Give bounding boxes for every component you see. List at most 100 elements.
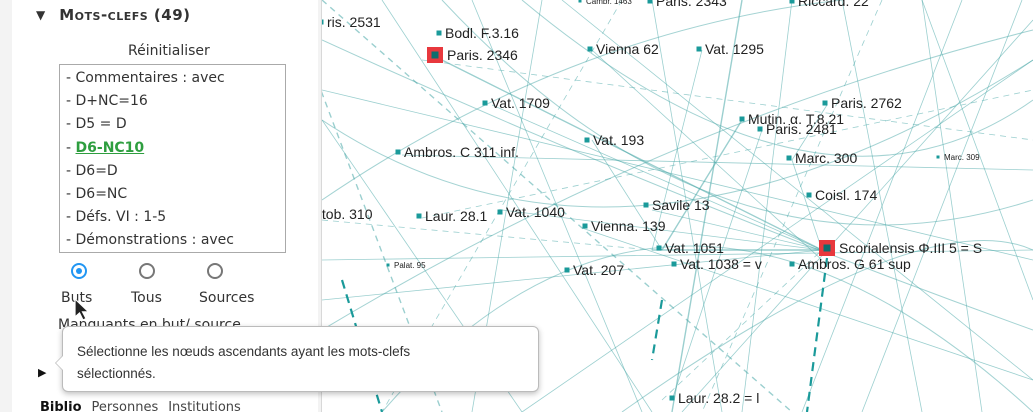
- graph-node-label[interactable]: Ambros. G 61 sup: [798, 256, 911, 272]
- tab-institutions[interactable]: Institutions: [168, 400, 241, 412]
- graph-node[interactable]: ttob. 310: [322, 206, 373, 222]
- graph-node[interactable]: Savile 13: [643, 197, 710, 213]
- node-marker[interactable]: [789, 261, 795, 267]
- node-marker[interactable]: [823, 244, 831, 252]
- graph-node-label[interactable]: Paris. 2346: [447, 47, 518, 63]
- graph-node-label[interactable]: Palat. 95: [394, 261, 426, 270]
- node-marker[interactable]: [669, 395, 675, 401]
- node-marker[interactable]: [578, 0, 582, 3]
- radio-sources-label[interactable]: Sources: [199, 290, 255, 306]
- graph-node-label[interactable]: Ambros. C 311 inf.: [404, 144, 519, 160]
- graph-node-label[interactable]: Marc. 309: [944, 153, 980, 162]
- node-marker[interactable]: [757, 126, 763, 132]
- graph-node[interactable]: Vat. 1295: [696, 41, 765, 57]
- graph-node-label[interactable]: Vat. 1040: [506, 204, 565, 220]
- graph-node-label[interactable]: Paris. 2343: [656, 0, 727, 9]
- graph-node-label[interactable]: Cambr. 1463: [586, 0, 632, 6]
- radio-buts[interactable]: [71, 263, 87, 279]
- keyword-item[interactable]: - Commentaires : avec: [66, 70, 225, 86]
- node-marker[interactable]: [497, 209, 503, 215]
- node-marker[interactable]: [656, 245, 662, 251]
- node-marker[interactable]: [431, 51, 439, 59]
- graph-node[interactable]: Laur. 28.2 = l: [669, 390, 760, 406]
- graph-node[interactable]: ris. 2531: [322, 14, 381, 30]
- graph-node[interactable]: Paris. 2762: [822, 95, 903, 111]
- graph-node-label[interactable]: Riccard. 22: [798, 0, 869, 9]
- node-marker[interactable]: [582, 223, 588, 229]
- node-marker[interactable]: [786, 155, 792, 161]
- node-marker[interactable]: [587, 46, 593, 52]
- graph-node[interactable]: Vat. 207: [564, 262, 625, 278]
- node-marker[interactable]: [436, 30, 442, 36]
- graph-node-label[interactable]: Vat. 1038 = v: [680, 256, 762, 272]
- node-marker[interactable]: [564, 267, 570, 273]
- graph-node-label[interactable]: Coisl. 174: [815, 187, 877, 203]
- graph-node-label[interactable]: ttob. 310: [322, 206, 373, 222]
- graph-node[interactable]: Palat. 95: [386, 261, 427, 270]
- graph-node[interactable]: Marc. 300: [786, 150, 858, 166]
- keyword-list[interactable]: - Commentaires : avec - D+NC=16 - D5 = D…: [59, 64, 286, 253]
- graph-node-label[interactable]: Laur. 28.2 = l: [678, 390, 759, 406]
- node-marker[interactable]: [322, 19, 324, 25]
- graph-node[interactable]: Mutin. α. T.8.21: [739, 111, 845, 127]
- graph-node[interactable]: Vat. 1040: [497, 204, 566, 220]
- graph-node-label[interactable]: Vat. 1295: [705, 41, 764, 57]
- radio-tous-label[interactable]: Tous: [131, 290, 162, 306]
- tab-personnes[interactable]: Personnes: [91, 400, 159, 412]
- expand-triangle-icon[interactable]: ▼: [36, 8, 46, 22]
- graph-node[interactable]: Paris. 2343: [647, 0, 728, 9]
- graph-node[interactable]: Vat. 1051: [656, 240, 725, 256]
- keywords-section-header[interactable]: ▼ Mots-clefs (49): [36, 6, 191, 24]
- keyword-item[interactable]: - Défs. VI : 1-5: [66, 209, 167, 226]
- radio-buts-label[interactable]: Buts: [61, 290, 93, 306]
- graph-node[interactable]: Paris. 2346: [427, 47, 518, 63]
- node-marker[interactable]: [395, 149, 401, 155]
- graph-node-label[interactable]: Vat. 207: [573, 262, 624, 278]
- keyword-item[interactable]: - D6=D: [66, 162, 118, 179]
- reset-button[interactable]: Réinitialiser: [128, 43, 210, 59]
- graph-node-label[interactable]: Mutin. α. T.8.21: [748, 111, 844, 127]
- graph-node[interactable]: Coisl. 174: [806, 187, 878, 203]
- node-marker[interactable]: [584, 137, 590, 143]
- node-marker[interactable]: [822, 100, 828, 106]
- graph-node-label[interactable]: Laur. 28.1: [425, 208, 487, 224]
- graph-node-label[interactable]: ris. 2531: [327, 14, 381, 30]
- node-marker[interactable]: [647, 0, 653, 4]
- keyword-item-selected[interactable]: - D6-NC10: [66, 139, 145, 156]
- graph-node[interactable]: Marc. 309: [936, 153, 981, 162]
- graph-node[interactable]: Vat. 1038 = v: [671, 256, 762, 272]
- node-marker[interactable]: [671, 261, 677, 267]
- node-marker[interactable]: [739, 116, 745, 122]
- tab-biblio[interactable]: Biblio: [40, 400, 82, 412]
- graph-node[interactable]: Paris. 2481: [757, 121, 838, 137]
- graph-node-label[interactable]: Paris. 2481: [766, 121, 837, 137]
- collapsed-section-triangle-icon[interactable]: ▶: [38, 367, 47, 379]
- graph-node-label[interactable]: Vienna. 139: [591, 218, 666, 234]
- graph-node[interactable]: Cambr. 1463: [578, 0, 633, 6]
- graph-node[interactable]: Vat. 1709: [482, 95, 551, 111]
- graph-node-label[interactable]: Paris. 2762: [831, 95, 902, 111]
- graph-node[interactable]: Ambros. C 311 inf.: [395, 144, 519, 160]
- graph-node[interactable]: Vienna. 139: [582, 218, 666, 234]
- node-marker[interactable]: [482, 100, 488, 106]
- node-marker[interactable]: [936, 155, 940, 159]
- node-marker[interactable]: [696, 46, 702, 52]
- node-marker[interactable]: [789, 0, 795, 4]
- node-marker[interactable]: [806, 192, 812, 198]
- graph-node[interactable]: Vat. 193: [584, 132, 645, 148]
- selected-keyword-link[interactable]: D6-NC10: [75, 139, 145, 156]
- radio-tous[interactable]: [139, 263, 155, 279]
- graph-node-label[interactable]: Bodl. F.3.16: [445, 25, 519, 41]
- radio-sources[interactable]: [207, 263, 223, 279]
- graph-node-label[interactable]: Marc. 300: [795, 150, 857, 166]
- graph-node[interactable]: Riccard. 22: [789, 0, 870, 9]
- node-marker[interactable]: [643, 202, 649, 208]
- graph-node-label[interactable]: Vienna 62: [596, 41, 659, 57]
- graph-node[interactable]: Scorialensis Φ.III 5 = S: [819, 240, 982, 256]
- graph-node[interactable]: Bodl. F.3.16: [436, 25, 520, 41]
- keyword-item[interactable]: - Démonstrations : avec: [66, 232, 234, 249]
- keyword-item[interactable]: - D+NC=16: [66, 93, 148, 110]
- graph-node-label[interactable]: Scorialensis Φ.III 5 = S: [839, 240, 982, 256]
